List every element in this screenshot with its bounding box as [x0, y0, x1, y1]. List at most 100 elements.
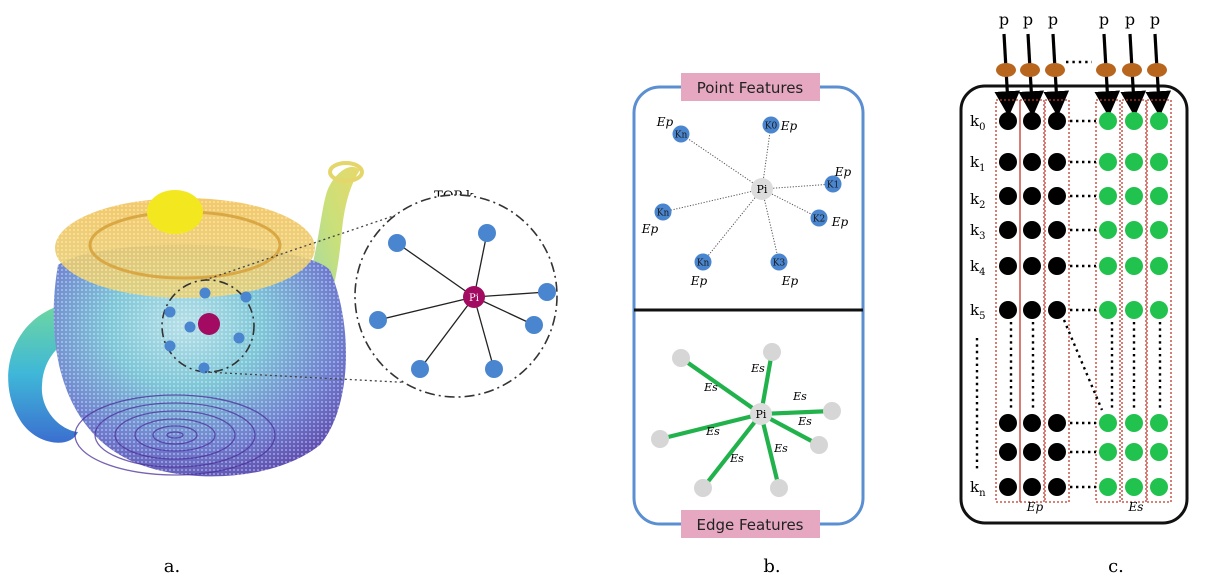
matrix-point-cell	[1048, 301, 1066, 319]
matrix-point-cell	[1048, 153, 1066, 171]
edge-neighbor-node	[770, 479, 788, 497]
point-edge	[761, 188, 780, 263]
matrix-column-box	[1019, 99, 1045, 503]
matrix-point-cell	[999, 443, 1017, 461]
point-center-label: Pi	[757, 183, 768, 196]
matrix-edge-cell	[1099, 221, 1117, 239]
matrix-row-label: k5	[970, 301, 985, 322]
matrix-edge-cell	[1099, 301, 1117, 319]
point-neighbor-node	[694, 253, 712, 271]
teapot-neighbor-point	[164, 340, 176, 352]
input-weight-node	[996, 63, 1016, 77]
panel-b-frame	[632, 85, 865, 526]
edge-neighbor-node	[823, 402, 841, 420]
matrix-edge-cell	[1150, 478, 1168, 496]
point-node-label: Kn	[657, 209, 670, 219]
edge-center-label: Pi	[756, 408, 767, 421]
edge-features-title: Edge Features	[696, 516, 803, 534]
point-features-banner	[681, 73, 820, 101]
matrix-point-cell	[1048, 112, 1066, 130]
teapot-point-cloud	[8, 161, 364, 477]
matrix-point-cell	[999, 301, 1017, 319]
zoom-edge	[473, 291, 548, 298]
point-neighbor-node	[654, 203, 672, 221]
point-ep-label: Ep	[781, 274, 799, 288]
caption-a: a.	[164, 556, 180, 577]
teapot-neighbor-point	[184, 321, 196, 333]
matrix-row-label: k0	[970, 112, 985, 133]
edge-link	[758, 413, 782, 489]
zoom-neighbor-node	[388, 234, 406, 252]
matrix-point-cell	[1023, 443, 1041, 461]
matrix-diagonal-ellipsis	[1062, 319, 1104, 411]
matrix-point-cell	[1023, 221, 1041, 239]
input-weight-node	[1045, 63, 1065, 77]
edge-link	[659, 411, 762, 442]
input-weight-node	[1147, 63, 1167, 77]
matrix-row-label: k2	[970, 190, 985, 211]
matrix-edge-cell	[1125, 443, 1143, 461]
matrix-row-label: kn	[970, 478, 986, 499]
point-edge	[761, 124, 772, 190]
matrix-column-box	[1121, 99, 1147, 503]
panel-a: TOP-k Pi a.	[8, 161, 558, 577]
matrix-point-cell	[1023, 257, 1041, 275]
matrix-point-cell	[999, 257, 1017, 275]
edge-es-label: Es	[703, 381, 718, 394]
input-p-label: p	[1099, 10, 1109, 29]
matrix-point-cell	[999, 153, 1017, 171]
teapot-neighbor-points	[164, 287, 252, 374]
zoom-edge	[419, 296, 475, 370]
edge-features-banner	[681, 510, 820, 538]
zoom-neighbor-node	[478, 224, 496, 242]
edge-es-label: Es	[729, 452, 744, 465]
matrix-ep-label: Ep	[1026, 500, 1044, 514]
point-edge	[702, 188, 763, 263]
edge-es-label: Es	[705, 425, 720, 438]
panel-c-frame	[959, 84, 1189, 525]
teapot-handle	[8, 305, 96, 443]
matrix-point-cell	[999, 414, 1017, 432]
zoom-neighbor-node	[411, 360, 429, 378]
point-ep-label: Ep	[834, 165, 852, 179]
matrix-point-cell	[999, 221, 1017, 239]
input-weight-node	[1020, 63, 1040, 77]
caption-b: b.	[763, 556, 780, 577]
zoom-neighbor-node	[525, 316, 543, 334]
matrix-edge-cell	[1150, 257, 1168, 275]
point-neighbor-node	[824, 175, 842, 193]
point-neighbor-node	[762, 116, 780, 134]
matrix-column-box	[1095, 99, 1121, 503]
zoom-neighbor-node	[538, 283, 556, 301]
matrix-edge-cell	[1125, 478, 1143, 496]
matrix-row-label: k4	[970, 257, 985, 278]
matrix-row-label: k3	[970, 221, 985, 242]
zoom-edge	[396, 242, 475, 298]
point-node-label: K2	[813, 215, 825, 225]
edge-es-label: Es	[797, 415, 812, 428]
matrix-point-cell	[1023, 301, 1041, 319]
edge-center-node	[750, 403, 772, 425]
matrix-point-cell	[1023, 478, 1041, 496]
edge-es-label: Es	[792, 390, 807, 403]
matrix-edge-cell	[1099, 478, 1117, 496]
edge-es-label: Es	[750, 362, 765, 375]
matrix-point-cell	[999, 187, 1017, 205]
teapot-neighbor-point	[233, 332, 245, 344]
edge-neighbor-node	[672, 349, 690, 367]
caption-c: c.	[1108, 556, 1124, 577]
point-edge	[680, 133, 763, 190]
point-neighbor-node	[770, 253, 788, 271]
matrix-point-cell	[1048, 443, 1066, 461]
input-p-label: p	[1125, 10, 1135, 29]
matrix-edge-cell	[1150, 414, 1168, 432]
zoom-line-bottom	[204, 371, 456, 386]
matrix-edge-cell	[1150, 187, 1168, 205]
edge-link	[679, 356, 763, 416]
matrix-cells	[975, 112, 1168, 496]
input-p-label: p	[999, 10, 1009, 29]
